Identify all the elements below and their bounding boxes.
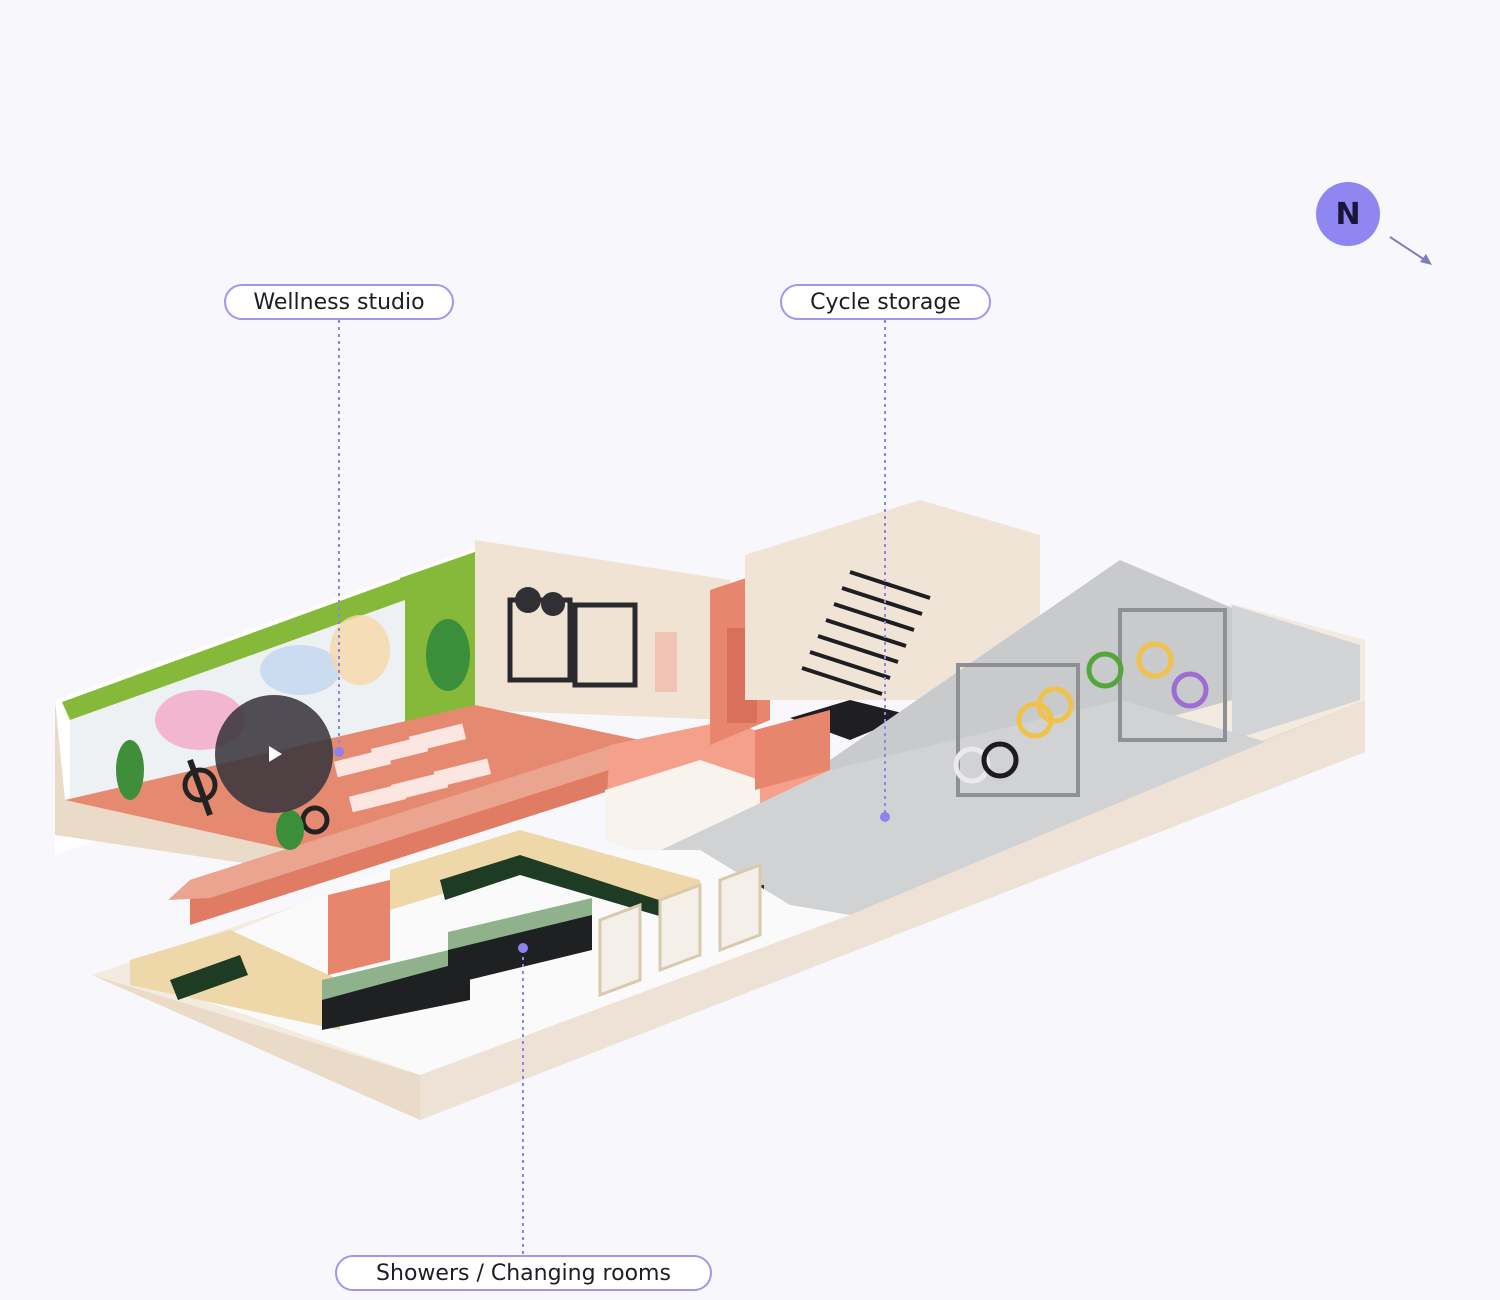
wellness-front-wall	[55, 700, 290, 870]
cycle-end-wall	[1232, 605, 1360, 740]
green-wall	[62, 552, 475, 720]
wellness-leader-dot	[334, 747, 344, 757]
shower-cubicles	[598, 862, 762, 998]
callout-wellness-studio[interactable]: Wellness studio	[224, 284, 454, 320]
video-play-button[interactable]	[215, 695, 333, 813]
north-arrow-icon	[1389, 236, 1432, 265]
cycle-leader-dot	[880, 812, 890, 822]
coral-partition	[328, 880, 390, 975]
compass-label: N	[1335, 196, 1361, 232]
lockers-back	[440, 855, 690, 925]
stair-void	[790, 700, 910, 740]
callout-cycle-label: Cycle storage	[810, 289, 961, 315]
stair-core	[745, 500, 1040, 700]
cycle-floor	[640, 700, 1330, 915]
terracotta-partition-cap	[168, 745, 640, 900]
play-icon	[269, 746, 282, 762]
callout-showers-label: Showers / Changing rooms	[376, 1260, 671, 1286]
wellness-floor	[65, 705, 650, 860]
stairs	[801, 570, 931, 696]
cycle-front-edge	[420, 700, 1365, 1120]
vanity-left-base	[322, 960, 470, 1030]
bikes	[953, 641, 1209, 784]
lockers-left	[170, 955, 248, 1000]
callout-cycle-storage[interactable]: Cycle storage	[780, 284, 991, 320]
stair-front-wall	[755, 710, 830, 790]
changing-wall-left	[130, 930, 340, 1030]
callout-wellness-label: Wellness studio	[253, 289, 425, 315]
callout-showers-changing-rooms[interactable]: Showers / Changing rooms	[335, 1255, 712, 1291]
showers-leader-dot	[518, 943, 528, 953]
compass-north: N	[1316, 182, 1380, 246]
